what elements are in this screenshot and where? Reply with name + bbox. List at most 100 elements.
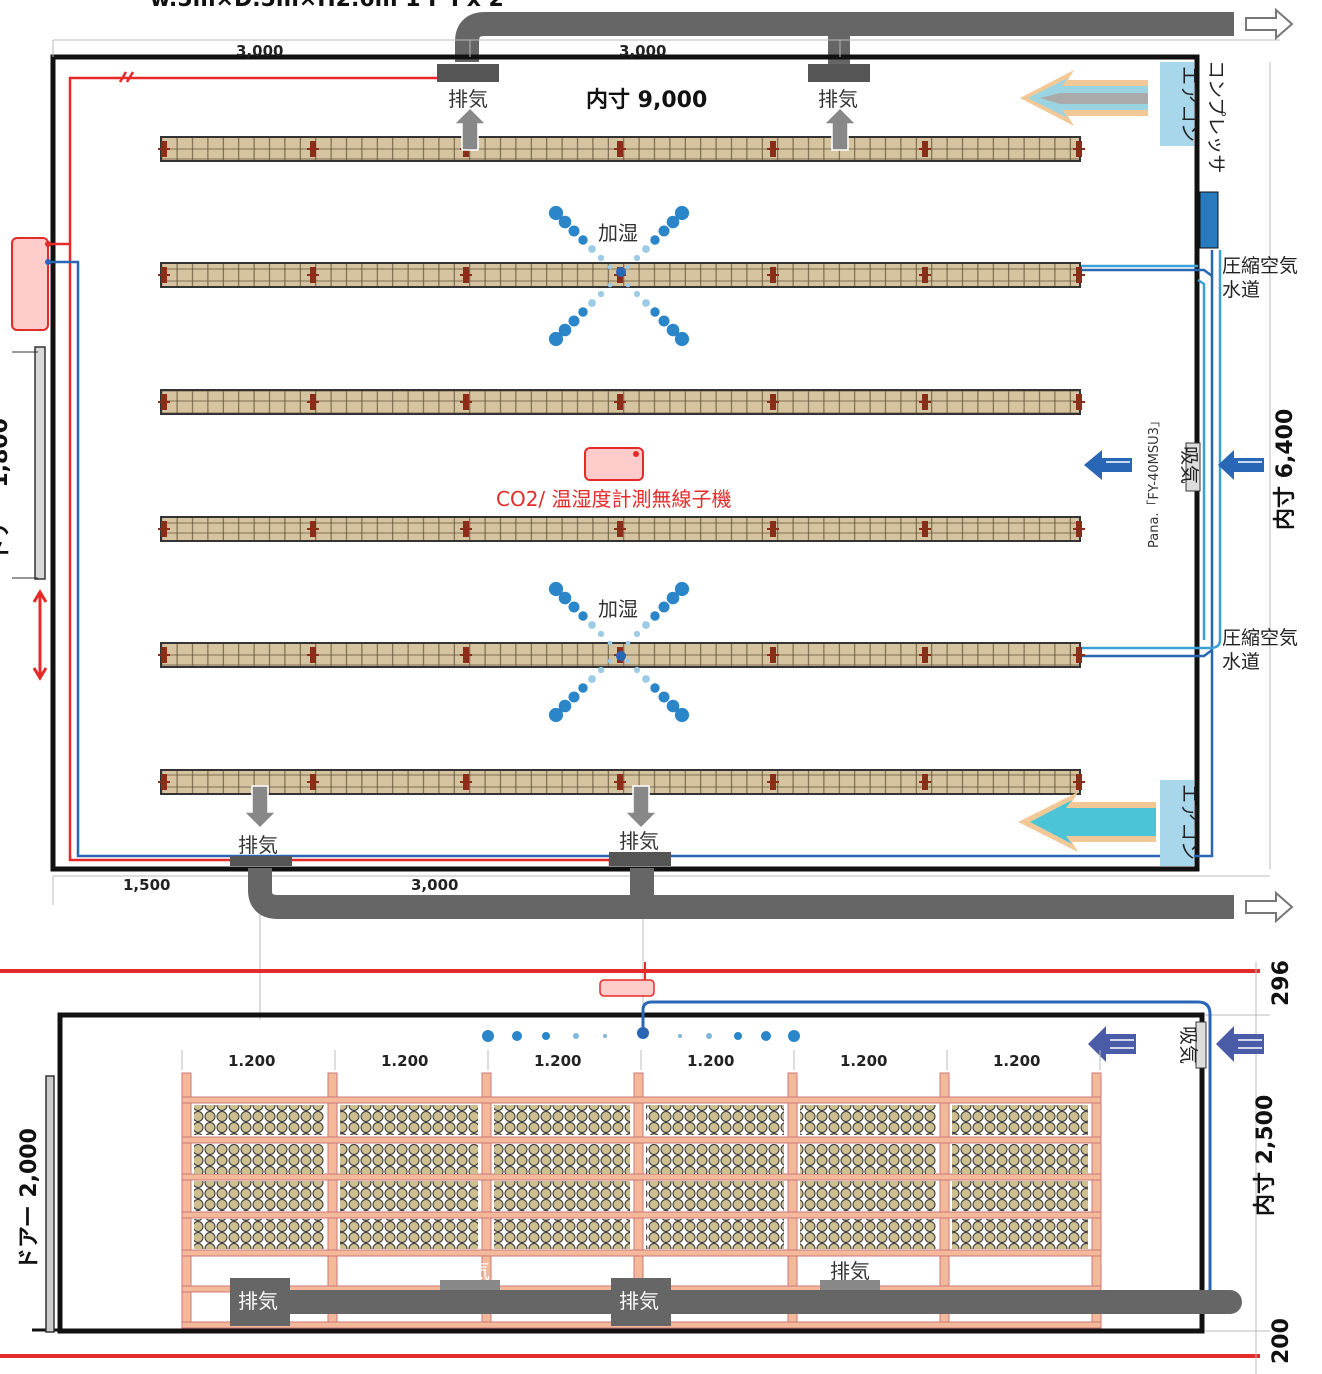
spray-dot (761, 1031, 771, 1041)
spray-dot (642, 621, 650, 629)
spray-dot (666, 699, 680, 713)
spray-dot (588, 675, 596, 683)
arrow-left-icon (1218, 450, 1264, 480)
spray-dot (666, 323, 680, 337)
spray-dot (650, 683, 660, 693)
spray-dot (788, 1030, 800, 1042)
log-stack (800, 1144, 936, 1174)
spray-dot (578, 235, 588, 245)
spray-dot (568, 225, 580, 237)
spray-dot (588, 621, 596, 629)
spray-dot (597, 290, 605, 298)
rack-beam (181, 1249, 1102, 1257)
humidifier-sprays (548, 205, 690, 723)
log-stack (340, 1105, 478, 1135)
spray-dot (633, 666, 641, 674)
spray-dot (607, 264, 613, 270)
spray-dot (558, 591, 572, 605)
log-stack (952, 1105, 1088, 1135)
log-stack (800, 1219, 936, 1249)
section-door (45, 1075, 55, 1333)
shelf-row (158, 642, 1085, 668)
spray-dot (633, 630, 641, 638)
bay-width-label: 1.200 (840, 1052, 887, 1070)
section-intake-label: 吸気 (1177, 1026, 1199, 1064)
sensor-device-wall (11, 237, 49, 331)
section-spray-dots (482, 1027, 800, 1042)
spray-dot (666, 591, 680, 605)
log-stack (494, 1105, 630, 1135)
spray-dot (578, 611, 588, 621)
spray-dot (558, 699, 572, 713)
spray-dot (642, 675, 650, 683)
log-stack (194, 1105, 324, 1135)
shelf-row (158, 136, 1085, 162)
section-water-pipe (641, 1000, 1212, 1290)
log-stack (800, 1181, 936, 1211)
bay-width-label: 1.200 (228, 1052, 275, 1070)
compressor-unit (1199, 191, 1219, 249)
compressor-label: コンプレッサ (1205, 60, 1227, 173)
exhaust-label-bottom-1: 排気 (238, 833, 278, 857)
exhaust-vent-bottom-1: 排気 (230, 785, 292, 866)
inner-depth-label: 内寸 6,400 (1273, 409, 1298, 530)
spray-dot (658, 225, 670, 237)
section-dim-top: 296 (1269, 960, 1294, 1006)
aircon-bottom: エアコン (1018, 780, 1200, 866)
intake-label: 吸気 (1178, 446, 1200, 484)
log-stack (194, 1219, 324, 1249)
door-label-partial: ドアー 1,800 (0, 418, 13, 560)
water-label-2: 水道 (1222, 651, 1260, 673)
section-inner-height: 内寸 2,500 (1253, 1095, 1278, 1216)
spray-dot (548, 581, 564, 597)
log-stack (952, 1181, 1088, 1211)
log-stack (646, 1181, 784, 1211)
section-sensor (599, 979, 655, 997)
section-exhaust-label-4: 排気 (830, 1259, 870, 1283)
spray-dot (625, 640, 631, 646)
nozzle (637, 1027, 649, 1039)
log-stack (340, 1144, 478, 1174)
arrow-down-icon (623, 785, 659, 830)
spray-dot (548, 707, 564, 723)
spray-dot (482, 1030, 494, 1042)
section-exhaust-label-3: 排気 (450, 1259, 490, 1283)
spray-dot (568, 601, 580, 613)
top-exhaust-duct (455, 11, 1234, 66)
aircon-top: エアコン (1020, 62, 1200, 146)
bay-width-label: 1.200 (993, 1052, 1040, 1070)
section-door-label: ドアー 2,000 (17, 1128, 42, 1270)
exhaust-label-top-1: 排気 (448, 87, 488, 111)
title-partial: w.5m×D.5m×H2.6m 1 F I x 2 (150, 0, 504, 12)
dim-bottom-2: 3,000 (411, 876, 458, 894)
spray-dot (678, 1034, 682, 1038)
section-exhaust-duct: 排気 排気 排気 排気 (230, 1259, 1242, 1326)
spray-dot (674, 331, 690, 347)
spray-dot (642, 245, 650, 253)
log-stack (800, 1105, 936, 1135)
spray-dot (666, 215, 680, 229)
spray-dot (633, 290, 641, 298)
log-stack (340, 1181, 478, 1211)
log-stack (952, 1144, 1088, 1174)
log-stack (194, 1181, 324, 1211)
spray-dot (542, 1032, 550, 1040)
fan-model-label: Pana.「FY-40MSU3」 (1147, 414, 1162, 548)
shelf-row (158, 769, 1085, 795)
compressed-air-label-2: 圧縮空気 (1222, 627, 1298, 649)
plan-door: ドアー 1,800 (0, 346, 48, 681)
log-stack (494, 1181, 630, 1211)
spray-dot (625, 658, 631, 664)
sensor-label: CO2/ 温湿度計測無線子機 (496, 487, 732, 511)
arrow-left-icon (1088, 1026, 1136, 1062)
spray-dot (607, 640, 613, 646)
spray-dot (568, 691, 580, 703)
spray-dot (625, 264, 631, 270)
bay-width-label: 1.200 (381, 1052, 428, 1070)
arrow-up-icon (822, 106, 858, 151)
spray-dot (558, 323, 572, 337)
arrow-right-icon (1245, 7, 1294, 41)
bay-width-label: 1.200 (687, 1052, 734, 1070)
